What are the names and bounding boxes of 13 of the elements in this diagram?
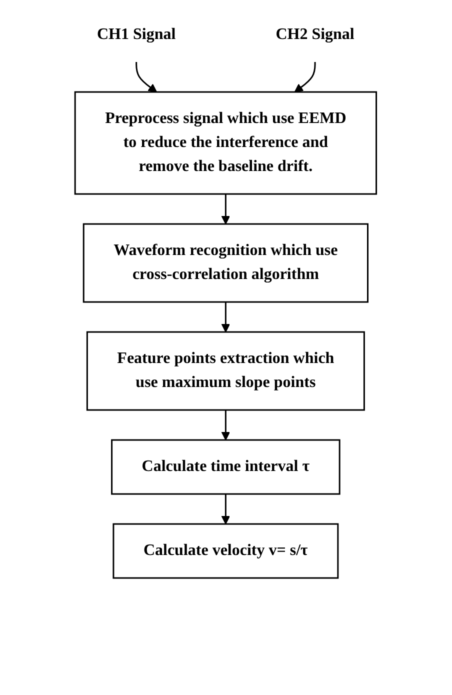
node-text: CH1 Signal: [97, 26, 176, 43]
arrow: [222, 302, 230, 332]
node-box: Feature points extraction which use maximum slope points: [86, 331, 366, 411]
node-box: Calculate time interval τ: [111, 439, 341, 495]
arrow: [136, 62, 158, 92]
node-text: CH2 Signal: [276, 26, 355, 43]
node-box: Waveform recognition which use cross-correlation algorithm: [83, 223, 369, 303]
arrow: [222, 410, 230, 440]
node-box: Preprocess signal which use EEMD to reduce the interference and remove the baseline drift.: [74, 91, 378, 195]
arrow: [294, 62, 316, 92]
arrow: [222, 494, 230, 524]
node-box: Calculate velocity v= s/τ: [113, 523, 339, 579]
arrow: [222, 194, 230, 224]
